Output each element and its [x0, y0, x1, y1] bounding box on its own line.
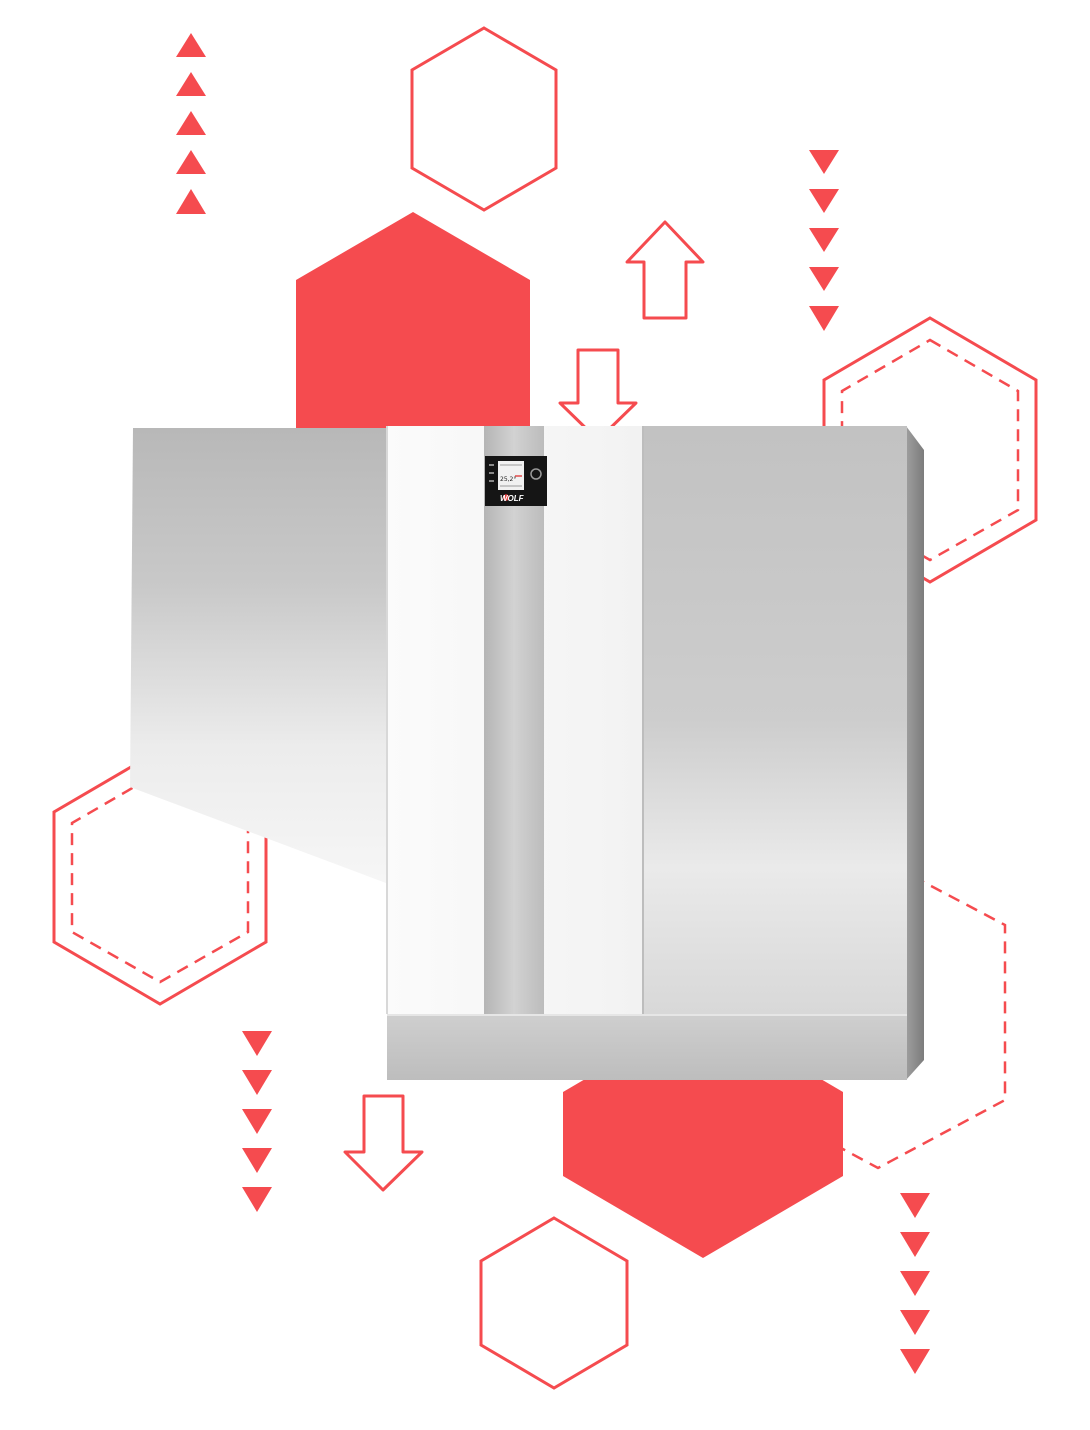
- triangle-down-icon: [242, 1187, 272, 1212]
- hexagon-icon: [479, 1216, 629, 1390]
- rotary-knob[interactable]: [530, 468, 542, 480]
- brand-logo-mark: [502, 494, 510, 501]
- triangle-down-column: [900, 1193, 930, 1374]
- triangle-up-icon: [176, 189, 206, 214]
- triangle-down-icon: [809, 228, 839, 252]
- brand-logo-plate: [498, 492, 524, 503]
- heat-pump-unit: 25,2° WOLF: [130, 426, 924, 1080]
- display-temperature: 25,2°: [500, 476, 516, 483]
- arrow-down-icon: [343, 1094, 424, 1192]
- triangle-down-icon: [900, 1271, 930, 1296]
- triangle-down-icon: [900, 1310, 930, 1335]
- brand-logo-text: WOLF: [500, 494, 525, 503]
- triangle-down-icon: [809, 150, 839, 174]
- triangle-down-column: [242, 1031, 272, 1212]
- arrow-up-icon: [625, 220, 705, 320]
- triangle-up-icon: [176, 150, 206, 174]
- triangle-down-icon: [242, 1070, 272, 1095]
- hexagon-icon: [840, 338, 1020, 562]
- cabinet-left-door: [130, 428, 386, 883]
- cabinet-right-panel: [643, 426, 907, 1014]
- triangle-down-icon: [242, 1148, 272, 1173]
- triangle-up-icon: [176, 33, 206, 57]
- triangle-down-icon: [809, 306, 839, 331]
- display-side-button[interactable]: [489, 472, 494, 474]
- cabinet-base: [387, 1014, 907, 1080]
- triangle-up-column: [176, 33, 206, 214]
- control-display: 25,2° WOLF: [485, 456, 547, 506]
- triangle-down-icon: [242, 1031, 272, 1056]
- triangle-down-icon: [809, 267, 839, 291]
- triangle-down-column: [809, 150, 839, 331]
- cabinet-center-strip: [484, 426, 544, 1014]
- triangle-down-icon: [900, 1232, 930, 1257]
- arrow-down-icon: [558, 348, 638, 442]
- hexagon-icon: [822, 316, 1038, 584]
- triangle-down-icon: [900, 1193, 930, 1218]
- display-side-button[interactable]: [489, 480, 494, 482]
- triangle-up-icon: [176, 72, 206, 96]
- triangle-down-icon: [809, 189, 839, 213]
- triangle-down-icon: [242, 1109, 272, 1134]
- triangle-up-icon: [176, 111, 206, 135]
- triangle-down-icon: [900, 1349, 930, 1374]
- cabinet-side-panel: [906, 426, 924, 1080]
- hexagon-icon: [410, 26, 558, 212]
- display-side-button[interactable]: [489, 464, 494, 466]
